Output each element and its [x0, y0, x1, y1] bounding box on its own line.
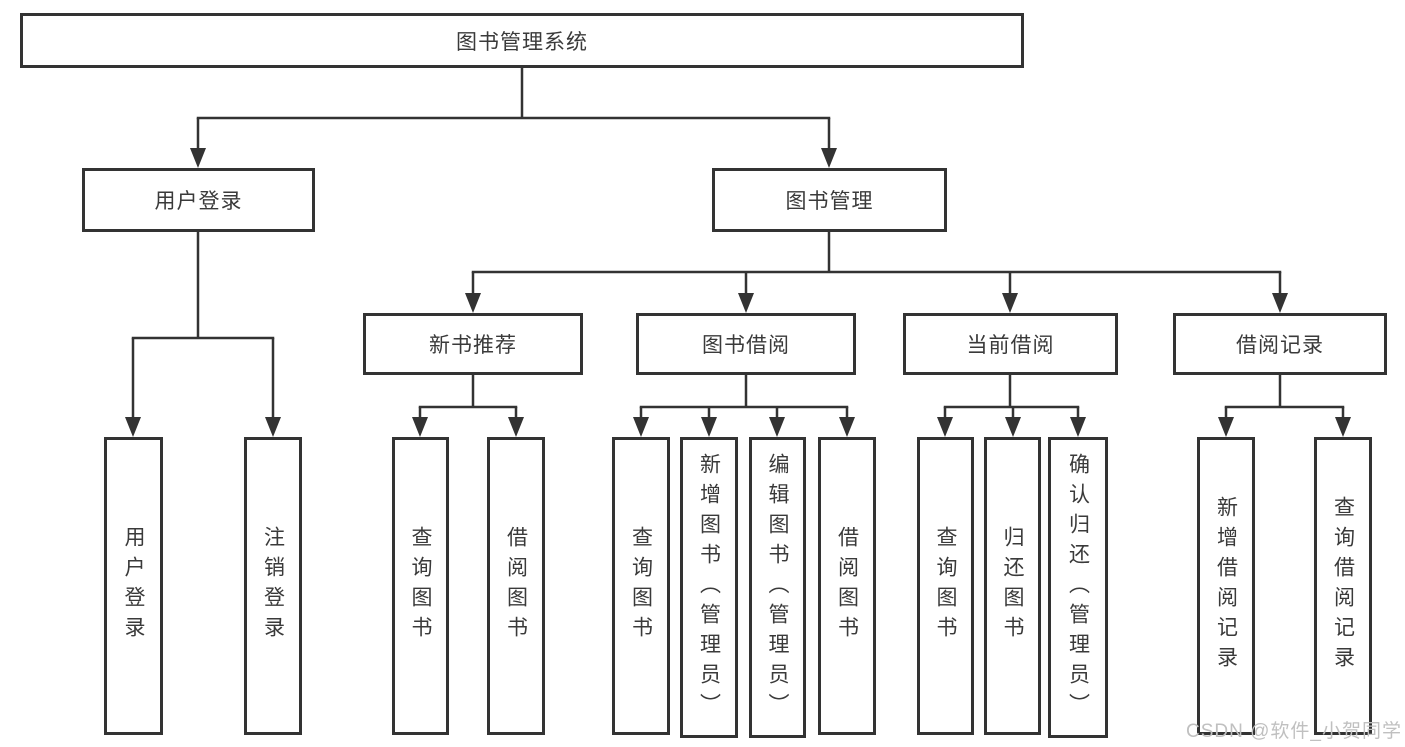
- leaf-logout: 注销登录: [244, 437, 302, 735]
- leaf-user-login: 用户登录: [104, 437, 163, 735]
- connector-book-borrow-subtree: [639, 375, 849, 419]
- connector-book-mgmt-to-level3: [471, 232, 1282, 295]
- node-new-book-recommend: 新书推荐: [363, 313, 583, 375]
- node-book-borrow: 图书借阅: [636, 313, 856, 375]
- node-user-login: 用户登录: [82, 168, 315, 232]
- leaf-query-borrow-record: 查询借阅记录: [1314, 437, 1372, 735]
- arrowheads-new-book: [412, 417, 524, 437]
- node-borrow-record: 借阅记录: [1173, 313, 1387, 375]
- connector-new-book-subtree: [418, 375, 518, 419]
- arrowheads-user-login: [125, 417, 281, 437]
- connector-root-to-level2: [196, 68, 831, 150]
- arrowheads-level2: [190, 148, 837, 168]
- arrowheads-current-borrow: [937, 417, 1086, 437]
- leaf-return-book: 归还图书: [984, 437, 1041, 735]
- arrowheads-level3: [465, 293, 1288, 313]
- csdn-watermark: CSDN @软件_小贺同学: [1186, 721, 1402, 742]
- leaf-borrow-book-1: 借阅图书: [487, 437, 545, 735]
- node-book-management: 图书管理: [712, 168, 947, 232]
- leaf-add-borrow-record: 新增借阅记录: [1197, 437, 1255, 735]
- leaf-query-book-1: 查询图书: [392, 437, 449, 735]
- node-current-borrow: 当前借阅: [903, 313, 1118, 375]
- leaf-add-book-admin: 新增图书（管理员）: [680, 437, 738, 738]
- leaf-borrow-book-2: 借阅图书: [818, 437, 876, 735]
- arrowheads-book-borrow: [633, 417, 855, 437]
- node-root-library-system: 图书管理系统: [20, 13, 1024, 68]
- connector-borrow-record-subtree: [1224, 375, 1345, 419]
- connector-user-login-subtree: [131, 232, 275, 419]
- connector-current-borrow-subtree: [943, 375, 1080, 419]
- leaf-query-book-2: 查询图书: [612, 437, 670, 735]
- leaf-query-book-3: 查询图书: [917, 437, 974, 735]
- leaf-confirm-return-admin: 确认归还（管理员）: [1048, 437, 1108, 738]
- leaf-edit-book-admin: 编辑图书（管理员）: [749, 437, 806, 738]
- arrowheads-borrow-record: [1218, 417, 1351, 437]
